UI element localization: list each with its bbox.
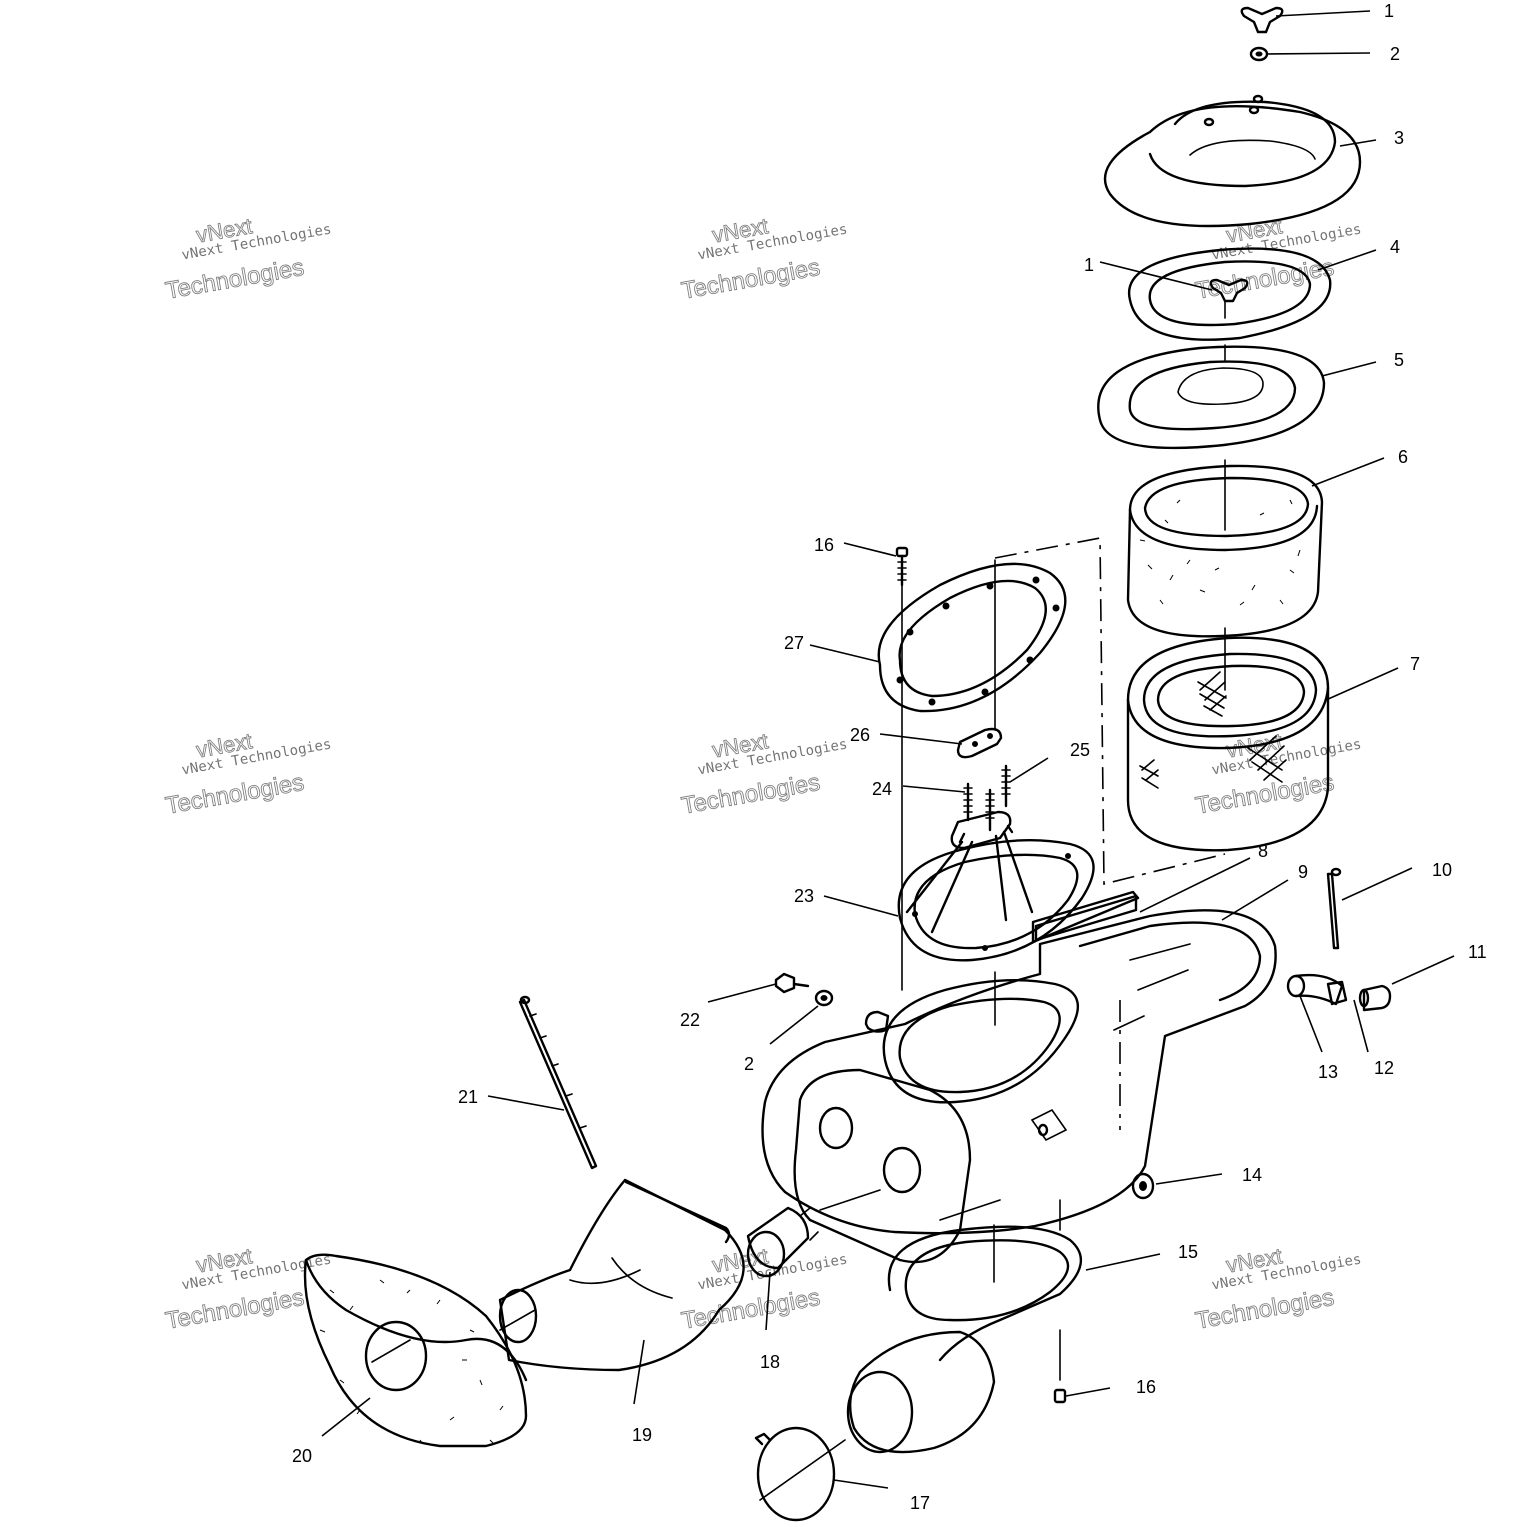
leader-lines (321, 10, 1455, 1489)
callout-21: 21 (458, 1087, 478, 1107)
part-21-strap (518, 995, 598, 1170)
callout-19: 19 (632, 1425, 652, 1445)
watermark-group: vNext vNext Technologies Technologies vN… (163, 213, 1363, 1335)
callout-7: 7 (1410, 654, 1420, 674)
part-26-plate (956, 727, 1003, 759)
part-14-grommet (1131, 1172, 1155, 1200)
callout-9: 9 (1298, 862, 1308, 882)
part-19-intake-funnel (498, 1178, 745, 1372)
part-23-filter-support (897, 810, 1095, 962)
callout-23: 23 (794, 886, 814, 906)
part-24-studs (963, 782, 995, 832)
part-17-clamp (754, 1426, 846, 1522)
callout-2-lower: 2 (744, 1054, 754, 1074)
part-2-washer (1249, 46, 1269, 62)
callout-5: 5 (1394, 350, 1404, 370)
callout-16-upper: 16 (814, 535, 834, 555)
part-16-screw-lower (1053, 1199, 1067, 1404)
part-11-cap (1358, 984, 1392, 1012)
callout-22: 22 (680, 1010, 700, 1030)
part-15-intake-boot (846, 1224, 1083, 1454)
part-9-air-box (761, 890, 1277, 1235)
callout-20: 20 (292, 1446, 312, 1466)
part-25-stud (1001, 764, 1011, 808)
part-6-foam-filter (1126, 459, 1324, 638)
part-18-coupler (746, 1189, 881, 1278)
callout-11: 11 (1468, 942, 1487, 962)
callout-1: 1 (1384, 1, 1394, 21)
callout-24: 24 (872, 779, 892, 799)
alignment-bracket (994, 537, 1226, 886)
part-7-filter-element (1126, 627, 1330, 852)
callout-1-inner: 1 (1084, 255, 1094, 275)
part-12-tube (1326, 980, 1348, 1006)
part-3-cover (1103, 94, 1362, 228)
callout-14: 14 (1242, 1165, 1262, 1185)
callout-12: 12 (1374, 1058, 1394, 1078)
callout-10: 10 (1432, 860, 1452, 880)
callout-13: 13 (1318, 1062, 1338, 1082)
callout-4: 4 (1390, 237, 1400, 257)
part-5-filter-cover (1097, 344, 1326, 450)
callout-16-lower: 16 (1136, 1377, 1156, 1397)
callout-8: 8 (1258, 841, 1268, 861)
callout-6: 6 (1398, 447, 1408, 467)
callouts: 1 2 3 4 1 5 6 16 27 7 26 25 24 8 9 10 23… (292, 1, 1487, 1513)
part-1-wing-nut (1240, 6, 1284, 34)
part-20-foam-block (303, 1253, 528, 1448)
part-27-gasket-plate (877, 559, 1067, 731)
callout-3: 3 (1394, 128, 1404, 148)
callout-17: 17 (910, 1493, 930, 1513)
part-22-bolt (774, 972, 810, 994)
part-8-duct-adapter (1034, 894, 1138, 942)
air-box-top-opening (882, 971, 1079, 1104)
callout-25: 25 (1070, 740, 1090, 760)
part-10-strap (1326, 867, 1342, 950)
part-4-gasket-ring (1127, 247, 1332, 341)
callout-2: 2 (1390, 44, 1400, 64)
callout-26: 26 (850, 725, 870, 745)
callout-27: 27 (784, 633, 804, 653)
callout-15: 15 (1178, 1242, 1198, 1262)
callout-18: 18 (760, 1352, 780, 1372)
air-box-front-face (793, 1000, 1121, 1264)
air-box-boss (864, 1010, 890, 1033)
part-13-hose (1286, 973, 1344, 1006)
part-2-washer-lower (814, 989, 834, 1007)
